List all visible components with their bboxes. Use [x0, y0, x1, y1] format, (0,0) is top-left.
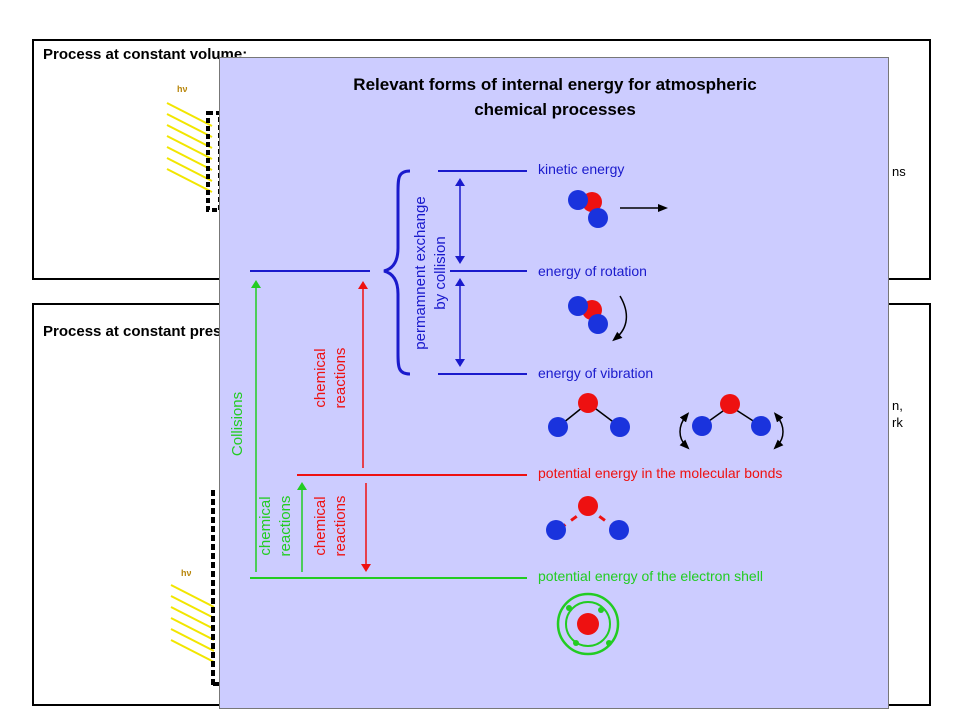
green-chemical-reactions-line-2: reactions [277, 495, 294, 557]
kinetic-energy-label: kinetic energy [538, 161, 625, 177]
hidden-text-fragment: ns [892, 164, 906, 179]
constant-volume-title: Process at constant volume: [43, 46, 248, 63]
bond-molecule [546, 496, 629, 540]
rotation-energy-label: energy of rotation [538, 263, 647, 279]
vibration-molecule-bend [679, 394, 784, 450]
collisions-label: Collisions [229, 391, 246, 457]
hidden-text-fragment: n, [892, 398, 903, 413]
exchange-brace [383, 169, 411, 376]
upper-chemical-reactions-label: chemical reactions [311, 343, 351, 413]
electron-energy-label: potential energy of the electron shell [538, 568, 763, 584]
photon-label-top: hν [177, 84, 188, 94]
kinetic-molecule [568, 190, 608, 228]
rotation-molecule [568, 296, 608, 334]
green-chemical-reactions-label: chemical reactions [256, 491, 296, 561]
electron-shell-atom [556, 592, 620, 656]
internal-energy-overlay: Relevant forms of internal energy for at… [219, 57, 889, 709]
green-chemical-reactions-line-1: chemical [257, 496, 274, 556]
brace-exchange-label: permamnent exchange by collision [411, 173, 451, 373]
overlay-title: Relevant forms of internal energy for at… [220, 72, 890, 122]
photon-label-bottom: hν [181, 568, 192, 578]
lower-chemical-reactions-line-1: chemical [312, 496, 329, 556]
vibration-molecule-stretch [548, 393, 630, 437]
light-rays-bottom [170, 584, 215, 663]
brace-exchange-line-1: permamnent exchange [412, 196, 429, 350]
overlay-title-line-1: Relevant forms of internal energy for at… [353, 75, 757, 94]
upper-chemical-reactions-line-2: reactions [332, 347, 349, 409]
hidden-text-fragment: rk [892, 415, 903, 430]
energy-level-diagram [250, 169, 784, 656]
constant-pressure-title: Process at constant pressure: [43, 323, 259, 340]
lower-chemical-reactions-line-2: reactions [332, 495, 349, 557]
rotation-arrow [612, 295, 628, 342]
lower-chemical-reactions-label: chemical reactions [311, 491, 351, 561]
upper-chemical-reactions-line-1: chemical [312, 348, 329, 408]
brace-exchange-line-2: by collision [432, 236, 449, 310]
overlay-title-line-2: chemical processes [474, 100, 636, 119]
bond-energy-label: potential energy in the molecular bonds [538, 465, 783, 481]
vibration-energy-label: energy of vibration [538, 365, 654, 381]
light-rays-top [166, 102, 213, 193]
